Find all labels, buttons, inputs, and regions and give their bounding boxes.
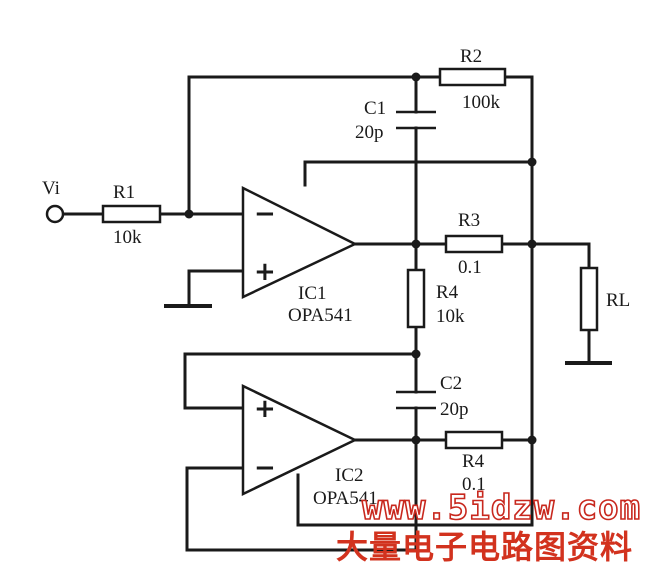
r3-value: 0.1 xyxy=(458,257,482,278)
ic2-label: IC2 xyxy=(335,465,364,486)
resistor-r1 xyxy=(101,204,162,224)
watermark-url: www.5idzw.com xyxy=(362,488,641,528)
ic1-part: OPA541 xyxy=(288,305,353,326)
r4-value: 10k xyxy=(436,306,465,327)
resistor-r4-0-1 xyxy=(444,430,504,450)
c2-value: 20p xyxy=(440,399,469,420)
wires xyxy=(61,75,591,552)
rl-label: RL xyxy=(606,290,630,311)
c1-label: C1 xyxy=(364,98,386,119)
ic1-plus-sign: + xyxy=(254,257,276,287)
c2-label: C2 xyxy=(440,373,462,394)
ic2-plus-sign: + xyxy=(254,394,276,424)
r4b-value: 0.1 xyxy=(462,474,486,495)
ic2-part: OPA541 xyxy=(313,488,378,509)
ic1-minus-sign: − xyxy=(254,199,276,229)
r4-label: R4 xyxy=(436,282,459,303)
r2-value: 100k xyxy=(462,92,501,113)
watermark-caption: 大量电子电路图资料 xyxy=(336,528,633,566)
ic1-label: IC1 xyxy=(298,283,327,304)
r2-label: R2 xyxy=(460,46,482,67)
c1-value: 20p xyxy=(355,122,384,143)
capacitor-c2 xyxy=(396,390,436,410)
opamp-ic2 xyxy=(241,384,358,496)
resistor-r4-10k xyxy=(406,268,426,329)
vi-label: Vi xyxy=(42,178,60,199)
ic2-minus-sign: − xyxy=(254,453,276,483)
input-terminal xyxy=(45,204,65,224)
r1-label: R1 xyxy=(113,182,135,203)
r4b-label: R4 xyxy=(462,451,485,472)
resistor-r2 xyxy=(438,67,507,87)
r1-value: 10k xyxy=(113,227,142,248)
opamp-ic1 xyxy=(241,185,358,299)
resistor-r3 xyxy=(444,234,504,254)
r3-label: R3 xyxy=(458,210,480,231)
resistor-rl xyxy=(579,266,599,332)
junction-dots xyxy=(184,72,537,445)
capacitor-c1 xyxy=(396,110,436,130)
